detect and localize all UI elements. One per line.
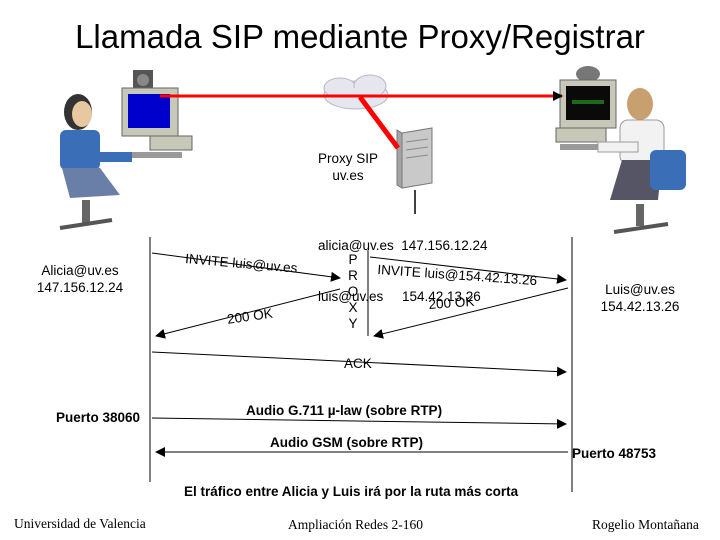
direct-route: [160, 91, 563, 150]
invite-arrow-2: [369, 256, 567, 284]
proxy-domain: uv.es: [332, 168, 364, 183]
footer-left: Universidad de Valencia: [14, 516, 146, 531]
proxy-letter: O: [347, 284, 359, 299]
page-title: Llamada SIP mediante Proxy/Registrar: [75, 18, 645, 55]
server-icon: [396, 127, 433, 189]
alicia-address: Alicia@uv.es 147.156.12.24: [30, 262, 130, 296]
proxy-vertical-label: P R O X Y: [346, 252, 360, 332]
proxy-letter: R: [348, 268, 358, 283]
proxy-label: Proxy SIP uv.es: [303, 150, 393, 184]
registry-entry-alicia: alicia@uv.es 147.156.12.24: [318, 238, 488, 253]
audio-label-1: Audio G.711 µ-law (sobre RTP): [246, 403, 443, 418]
audio-arrow-1: [151, 417, 567, 429]
proxy-letter: P: [348, 252, 358, 267]
alicia-port: Puerto 38060: [56, 410, 141, 425]
invite-arrow-1: [151, 252, 341, 282]
proxy-letter: X: [348, 300, 358, 315]
luis-uri: Luis@uv.es: [605, 282, 675, 297]
cloud-icon: [323, 74, 389, 110]
footer-right: Rogelio Montañana: [592, 517, 699, 532]
ok-arrow-2: [373, 287, 569, 339]
registry-entry-luis: luis@uv.es 154.42.13.26: [318, 289, 481, 304]
ack-arrow: [151, 351, 567, 377]
proxy-letter: Y: [348, 316, 358, 331]
registry-table: alicia@uv.es 147.156.12.24 luis@uv.es 15…: [318, 203, 488, 322]
ok-label-2: 200 OK: [428, 293, 475, 312]
alicia-workstation-icon: [59, 70, 193, 230]
footer-center: Ampliación Redes 2-160: [288, 517, 423, 532]
ack-label: ACK: [344, 356, 372, 371]
luis-port: Puerto 48753: [572, 446, 657, 461]
alicia-ip: 147.156.12.24: [36, 280, 124, 295]
luis-workstation-icon: [555, 66, 686, 234]
ok-arrow-1: [155, 288, 341, 339]
luis-address: Luis@uv.es 154.42.13.26: [590, 281, 690, 315]
audio-label-2: Audio GSM (sobre RTP): [270, 435, 423, 450]
proxy-name: Proxy SIP: [317, 151, 379, 166]
luis-ip: 154.42.13.26: [600, 299, 680, 314]
alicia-uri: Alicia@uv.es: [41, 263, 119, 278]
route-note: El tráfico entre Alicia y Luis irá por l…: [184, 484, 519, 499]
